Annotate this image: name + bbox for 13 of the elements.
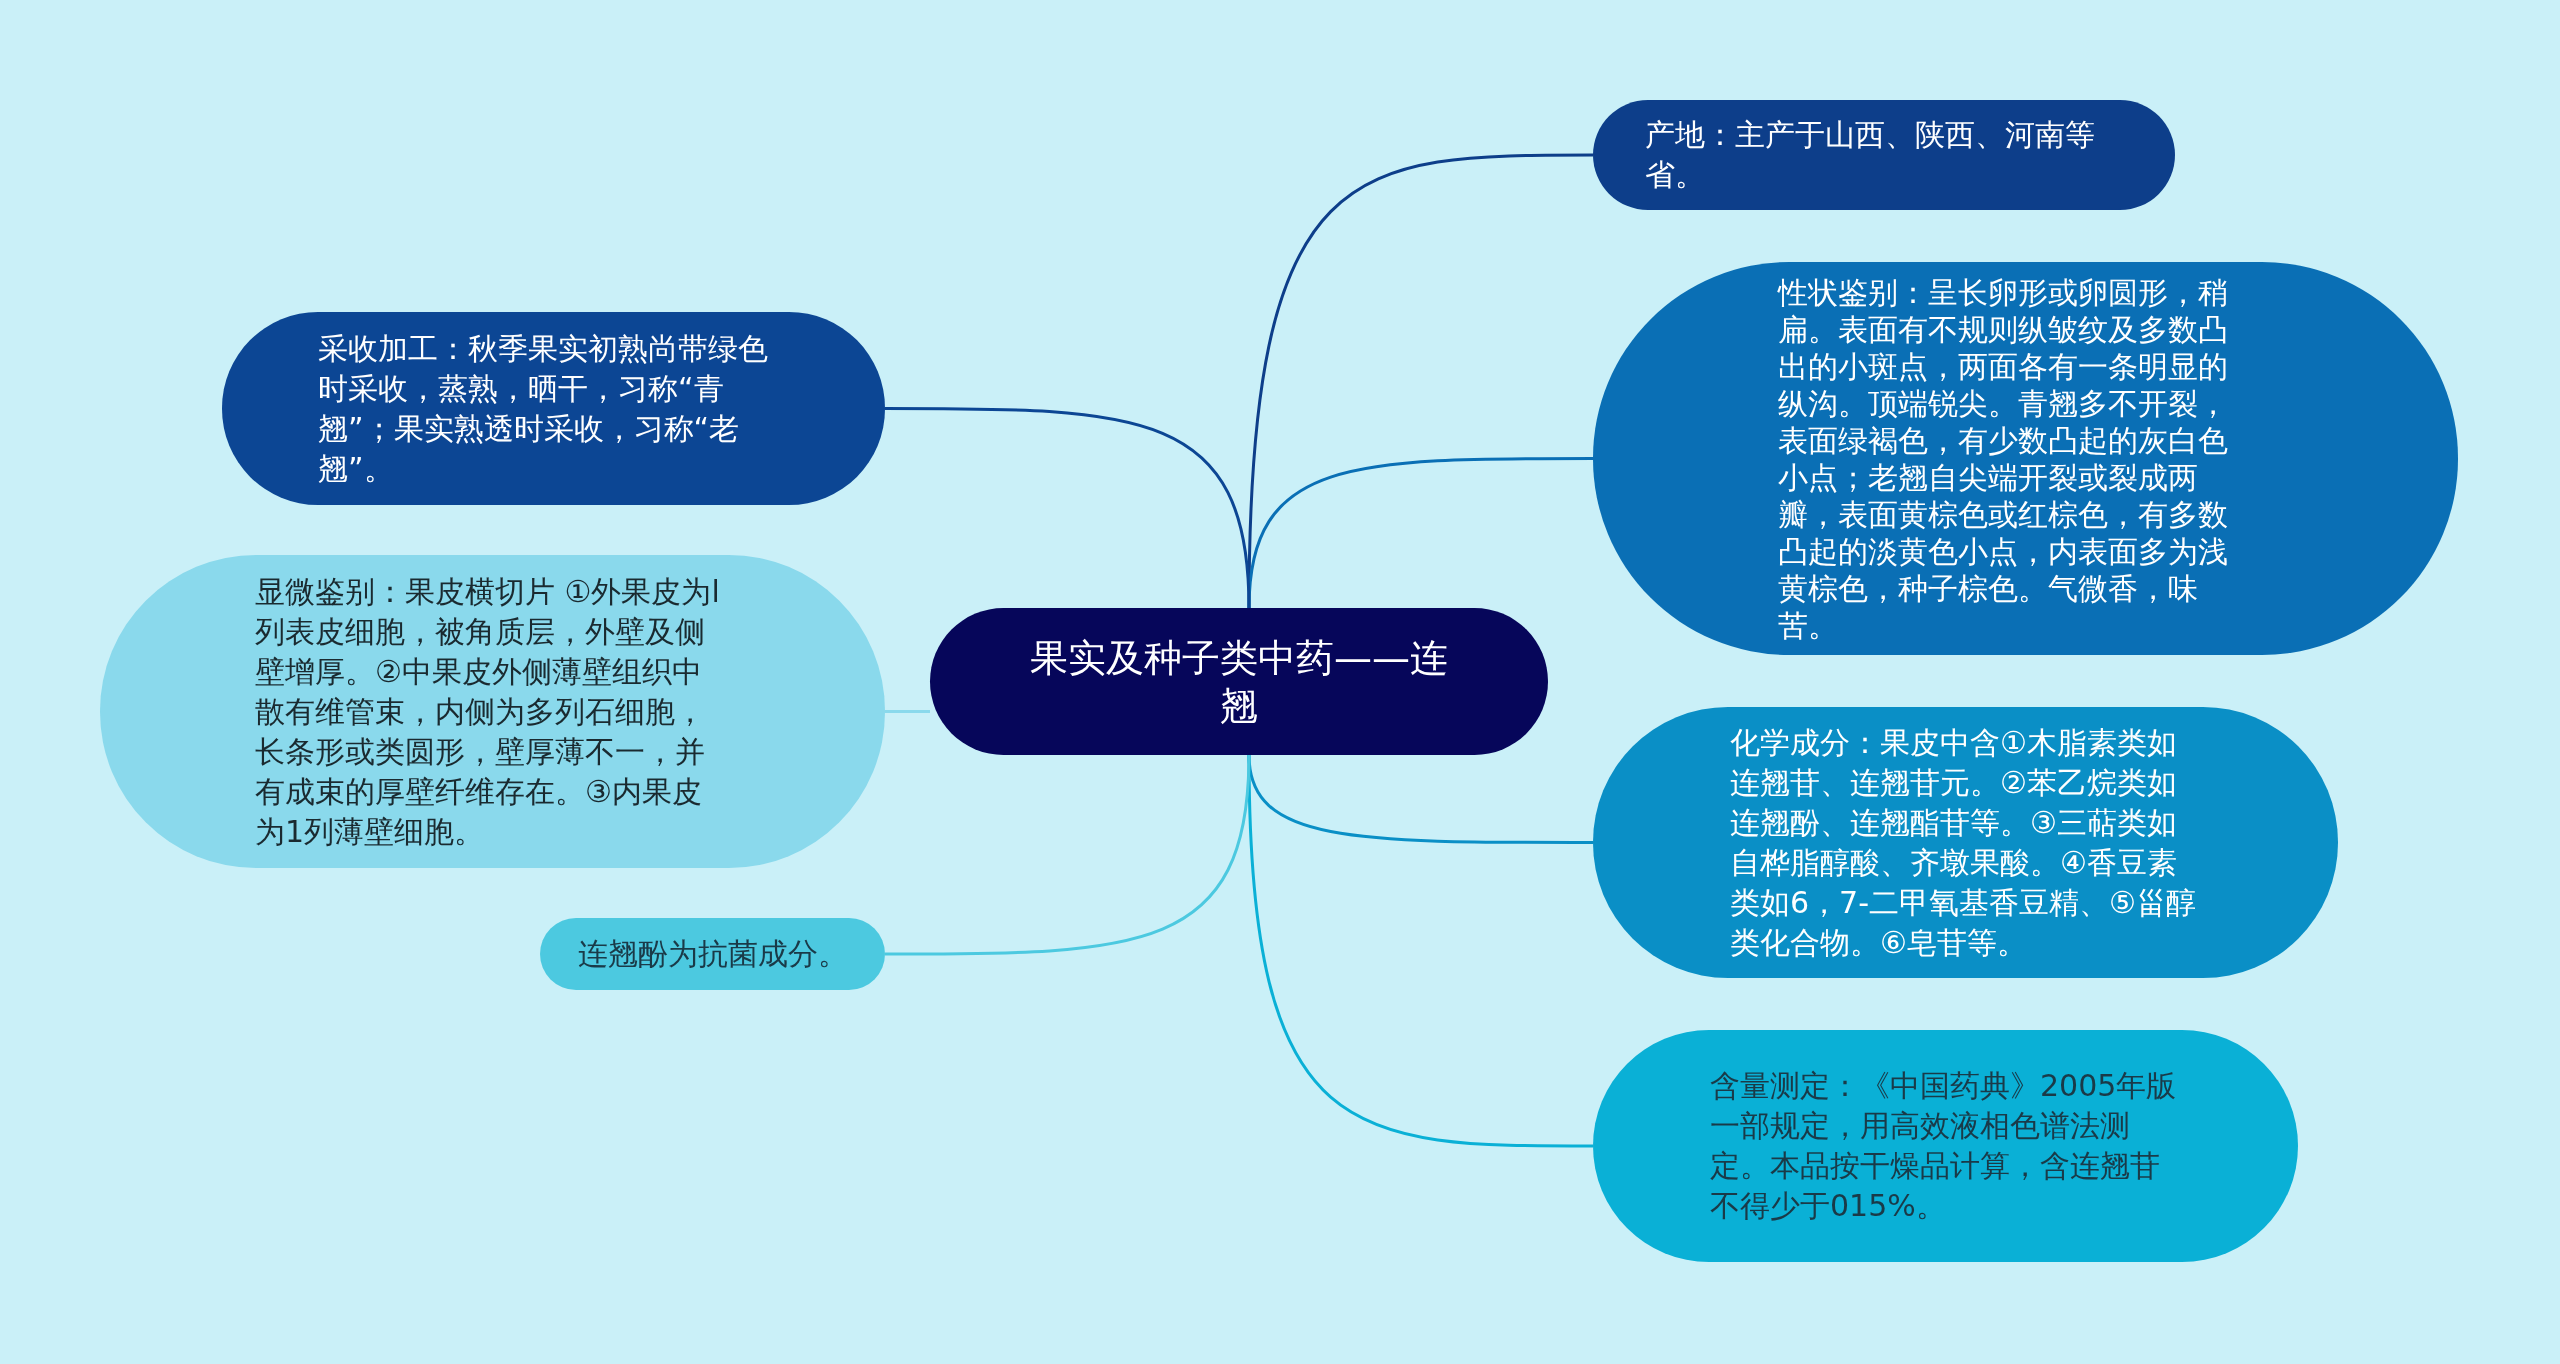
connector-line: [1247, 457, 1593, 609]
connector-line: [885, 407, 1251, 609]
connector-line: [885, 754, 1251, 956]
branch-text: 采收加工：秋季果实初熟尚带绿色时采收，蒸熟，晒干，习称“青翘”；果实熟透时采收，习称“老翘”。: [318, 329, 769, 488]
connector-line: [1247, 754, 1593, 1148]
branch-text: 连翘酚为抗菌成分。: [576, 935, 849, 973]
connector-line: [885, 710, 930, 713]
branch-text: 显微鉴别：果皮横切片 ①外果皮为l列表皮细胞，被角质层，外壁及侧壁增厚。②中果皮外侧薄壁组织中散有维管束，内侧为多列石细胞，长条形或类圆形，壁厚薄不一，并有成束的厚壁纤维存在。③内果皮为1列薄壁细胞。: [255, 572, 721, 851]
branch-text: 含量测定：《中国药典》2005年版一部规定，用高效液相色谱法测定。本品按干燥品计算，含连翘苷不得少于015%。: [1710, 1067, 2178, 1225]
branch-text: 产地：主产于山西、陕西、河南等省。: [1645, 116, 2096, 194]
topic-text: 果实及种子类中药——连翘: [1029, 634, 1449, 730]
branch-text: 性状鉴别：呈长卵形或卵圆形，稍扁。表面有不规则纵皱纹及多数凸出的小斑点，两面各有一条明显的纵沟。顶端锐尖。青翘多不开裂，表面绿褐色，有少数凸起的灰白色小点；老翘自尖端开裂或裂成两瓣，表面黄棕色或红棕色，有多数凸起的淡黄色小点，内表面多为浅黄棕色，种子棕色。气微香，味苦。: [1778, 273, 2229, 644]
branch-text: 化学成分：果皮中含①木脂素类如连翘苷、连翘苷元。②苯乙烷类如连翘酚、连翘酯苷等。③三萜类如自桦脂醇酸、齐墩果酸。④香豆素类如6，7-二甲氧基香豆精、⑤甾醇类化合物。⑥皂苷等。: [1730, 723, 2197, 962]
